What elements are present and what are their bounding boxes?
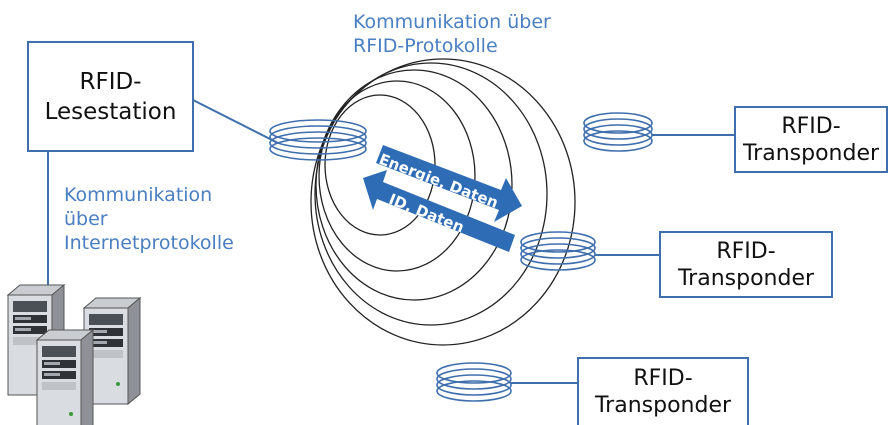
transponder-box-3-line-2: Transponder <box>594 393 732 418</box>
reader-antenna-link <box>192 99 279 144</box>
arrow-id-data <box>363 170 515 252</box>
coil-antenna-icon <box>520 231 596 271</box>
server-tower-icon <box>6 283 142 425</box>
transponder-box-2-line-2: Transponder <box>677 265 815 291</box>
coil-antenna-icon <box>436 362 512 402</box>
internet-protocol-label-line-3: Internetprotokolle <box>64 232 234 254</box>
transponder-box-2: RFID- Transponder <box>659 231 833 298</box>
reader-box: RFID- Lesestation <box>27 41 194 152</box>
rfid-field-ellipses <box>310 58 576 346</box>
field-ellipse-4 <box>318 80 476 272</box>
rfid-protocol-label-line-2: RFID-Protokolle <box>353 35 498 57</box>
reader-box-line-2: Lesestation <box>44 98 177 125</box>
transponder-box-3-line-1: RFID- <box>633 366 693 391</box>
transponder-box-2-line-1: RFID- <box>716 238 776 264</box>
field-ellipse-3 <box>315 69 513 301</box>
coil-antenna-icon <box>583 112 653 152</box>
field-ellipse-1 <box>310 58 576 346</box>
transponder-box-1: RFID- Transponder <box>734 106 888 173</box>
arrow-energy-data <box>376 145 522 222</box>
transponder-box-1-line-1: RFID- <box>781 113 841 139</box>
internet-protocol-label-line-2: über <box>64 208 108 230</box>
internet-protocol-label-line-1: Kommunikation <box>64 184 213 206</box>
transponder-box-3: RFID- Transponder <box>577 357 749 425</box>
rfid-protocol-label: Kommunikation über RFID-Protokolle <box>353 10 573 58</box>
transponder-box-1-line-2: Transponder <box>742 140 880 166</box>
rfid-protocol-label-line-1: Kommunikation über <box>353 11 551 33</box>
coil-antenna-icon <box>269 119 367 161</box>
reader-box-line-1: RFID- <box>79 68 142 95</box>
internet-protocol-label: Kommunikation über Internetprotokolle <box>64 183 264 255</box>
field-ellipse-2 <box>314 62 548 326</box>
